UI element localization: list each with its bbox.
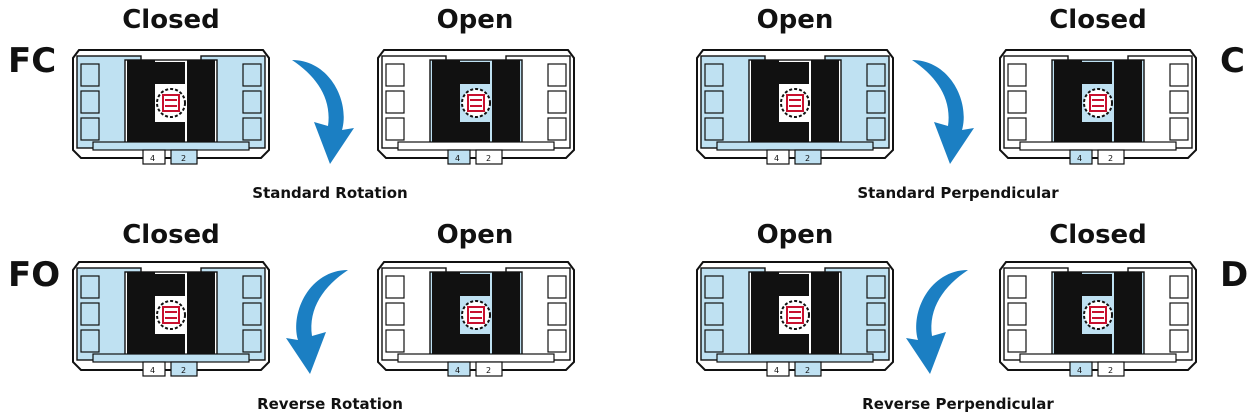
rotation-arrow [912, 60, 974, 164]
port-label: 4 [150, 366, 155, 375]
port-label: 4 [774, 154, 779, 163]
port-label: 2 [805, 366, 810, 375]
port-label: 2 [486, 154, 491, 163]
port-label: 2 [486, 366, 491, 375]
port-label: 2 [805, 154, 810, 163]
port-label: 4 [1077, 366, 1082, 375]
port-label: 4 [455, 154, 460, 163]
port-label: 4 [1077, 154, 1082, 163]
rotation-arrow [286, 270, 348, 374]
port-label: 2 [1108, 366, 1113, 375]
rotation-arrow [906, 270, 968, 374]
rotation-arrow [292, 60, 354, 164]
port-label: 4 [774, 366, 779, 375]
port-label: 2 [181, 366, 186, 375]
port-label: 4 [150, 154, 155, 163]
port-label: 2 [181, 154, 186, 163]
port-label: 2 [1108, 154, 1113, 163]
port-label: 4 [455, 366, 460, 375]
